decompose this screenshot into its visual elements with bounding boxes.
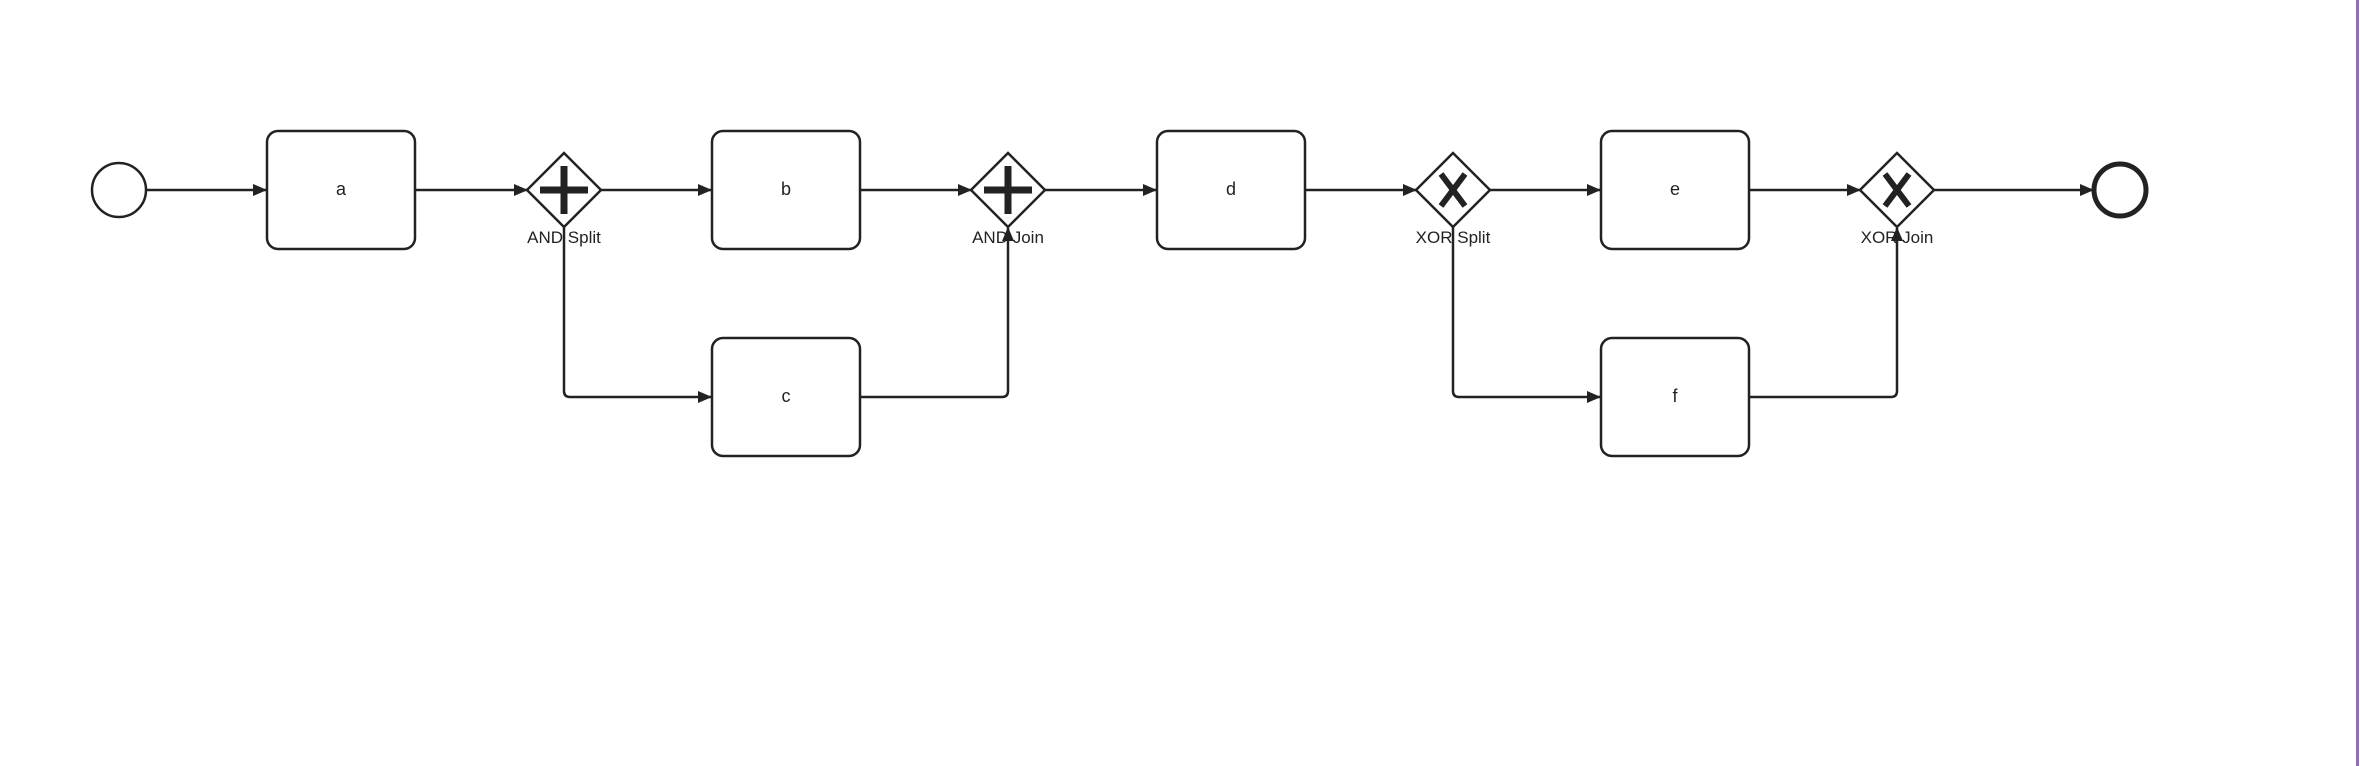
task-e-label: e [1670, 179, 1680, 199]
task-e[interactable]: e [1599, 129, 1751, 251]
gateway-xor-join[interactable] [1858, 151, 1936, 229]
task-c[interactable]: c [710, 336, 862, 458]
x-icon [1882, 172, 1912, 208]
task-c-label: c [782, 386, 791, 406]
flow-c-to-and-join [860, 227, 1014, 399]
and-join-label: AND Join [972, 228, 1044, 247]
flow-f-to-xor-join [1749, 227, 1903, 399]
task-a-label: a [336, 179, 347, 199]
and-split-label: AND Split [527, 228, 601, 247]
task-b[interactable]: b [710, 129, 862, 251]
gateway-and-join[interactable] [969, 151, 1047, 229]
flow-xor-split-to-f [1451, 227, 1601, 403]
end-event[interactable] [2091, 161, 2149, 219]
gateway-and-split[interactable] [525, 151, 603, 229]
task-f[interactable]: f [1599, 336, 1751, 458]
window-right-border [2356, 0, 2359, 766]
start-event[interactable] [90, 161, 148, 219]
plus-icon [540, 166, 588, 214]
task-d-label: d [1226, 179, 1236, 199]
x-icon [1438, 172, 1468, 208]
sequence-flows [146, 184, 2094, 403]
task-b-label: b [781, 179, 791, 199]
task-a[interactable]: a [265, 129, 417, 251]
task-d[interactable]: d [1155, 129, 1307, 251]
xor-join-label: XOR Join [1861, 228, 1934, 247]
xor-split-label: XOR Split [1416, 228, 1491, 247]
plus-icon [984, 166, 1032, 214]
task-f-label: f [1672, 386, 1678, 406]
flow-and-split-to-c [562, 227, 712, 403]
gateway-xor-split[interactable] [1414, 151, 1492, 229]
